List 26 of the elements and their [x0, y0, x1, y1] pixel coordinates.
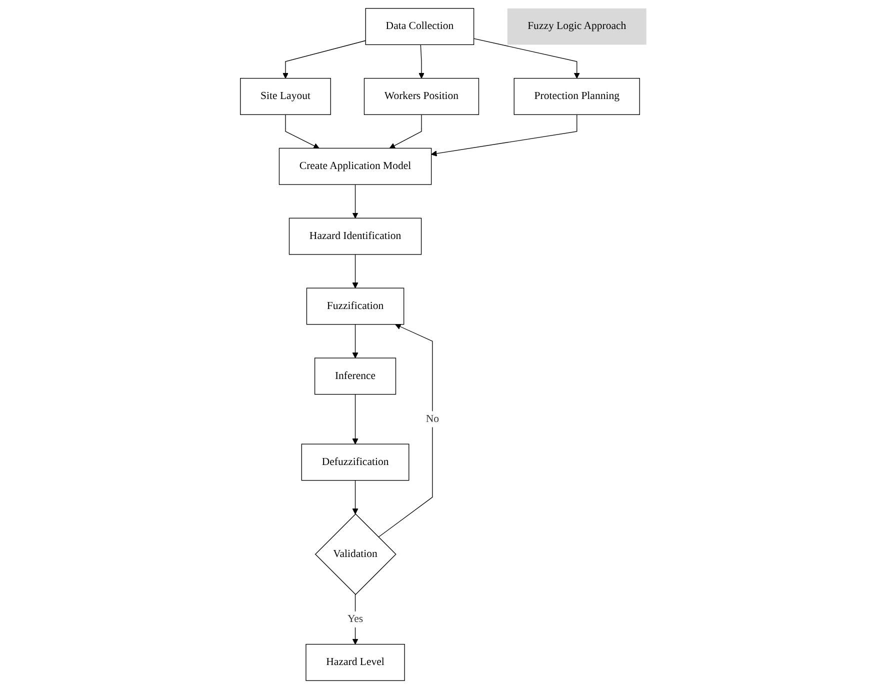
node-box: Inference: [314, 358, 396, 395]
node-box: Data Collection: [364, 8, 474, 46]
node-box: Hazard Identification: [288, 218, 422, 255]
arrow: [418, 44, 424, 79]
arrow: [352, 254, 358, 288]
node-box: Protection Planning: [513, 78, 640, 115]
arrow: [352, 480, 358, 514]
arrow: [389, 114, 422, 149]
edge-label: Yes: [347, 613, 363, 625]
arrow: [282, 40, 366, 79]
node-box: Create Application Model: [278, 148, 432, 185]
edge-label: No: [425, 413, 439, 425]
arrow: [378, 324, 432, 538]
arrow: [352, 324, 358, 358]
node-box: Hazard Level: [305, 644, 405, 681]
node-box: Site Layout: [240, 78, 331, 115]
node-diamond: Validation: [314, 514, 396, 596]
arrow: [352, 394, 358, 444]
arrow: [352, 184, 358, 218]
node-box: Fuzzy Logic Approach: [507, 8, 646, 45]
arrow: [430, 114, 577, 156]
arrow: [284, 114, 319, 149]
node-box: Defuzzification: [300, 444, 409, 481]
arrow: [473, 38, 580, 79]
node-box: Workers Position: [364, 78, 479, 115]
node-box: Fuzzification: [306, 288, 404, 325]
